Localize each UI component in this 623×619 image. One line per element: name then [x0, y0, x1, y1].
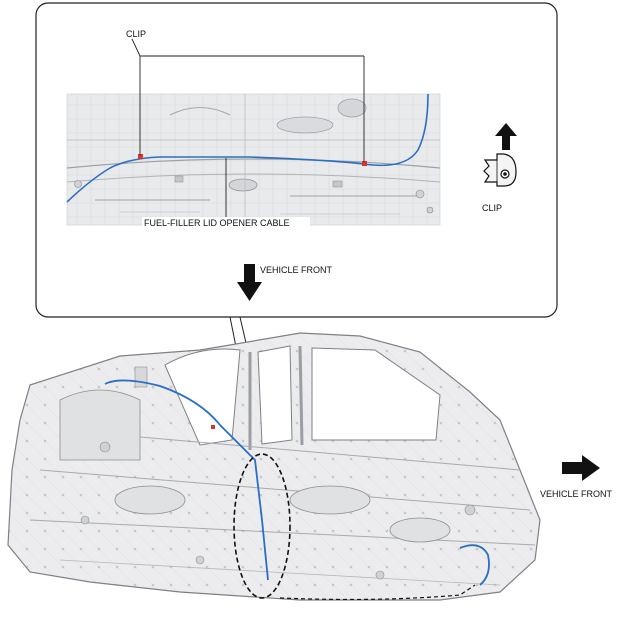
vehicle-front-label-right: VEHICLE FRONT: [540, 489, 613, 499]
clip-icon: [483, 153, 517, 187]
clip-marker-body: [211, 425, 215, 429]
vehicle-body-shell: [7, 332, 541, 601]
zoomed-floor-panel: [66, 93, 441, 226]
fuel-filler-cable-body: [104, 379, 269, 581]
cable-label-bg: [142, 217, 310, 228]
fuel-filler-cable-front: [459, 544, 490, 586]
highlight-region-ellipse: [233, 453, 291, 599]
vehicle-front-label-down: VEHICLE FRONT: [260, 265, 333, 275]
clip-label-top: CLIP: [126, 29, 146, 39]
fuel-filler-cable-detail: [66, 93, 429, 203]
clip-marker-left: [138, 154, 143, 159]
clip-label-side: CLIP: [482, 203, 502, 213]
clip-leader-lines: [131, 38, 365, 162]
cable-label: FUEL-FILLER LID OPENER CABLE: [144, 218, 290, 228]
cable-route-dashed-line: [279, 584, 476, 601]
arrow-up-icon: [495, 123, 517, 150]
arrow-down-icon: [237, 264, 262, 301]
arrow-right-icon: [562, 455, 600, 481]
clip-marker-right: [362, 161, 367, 166]
